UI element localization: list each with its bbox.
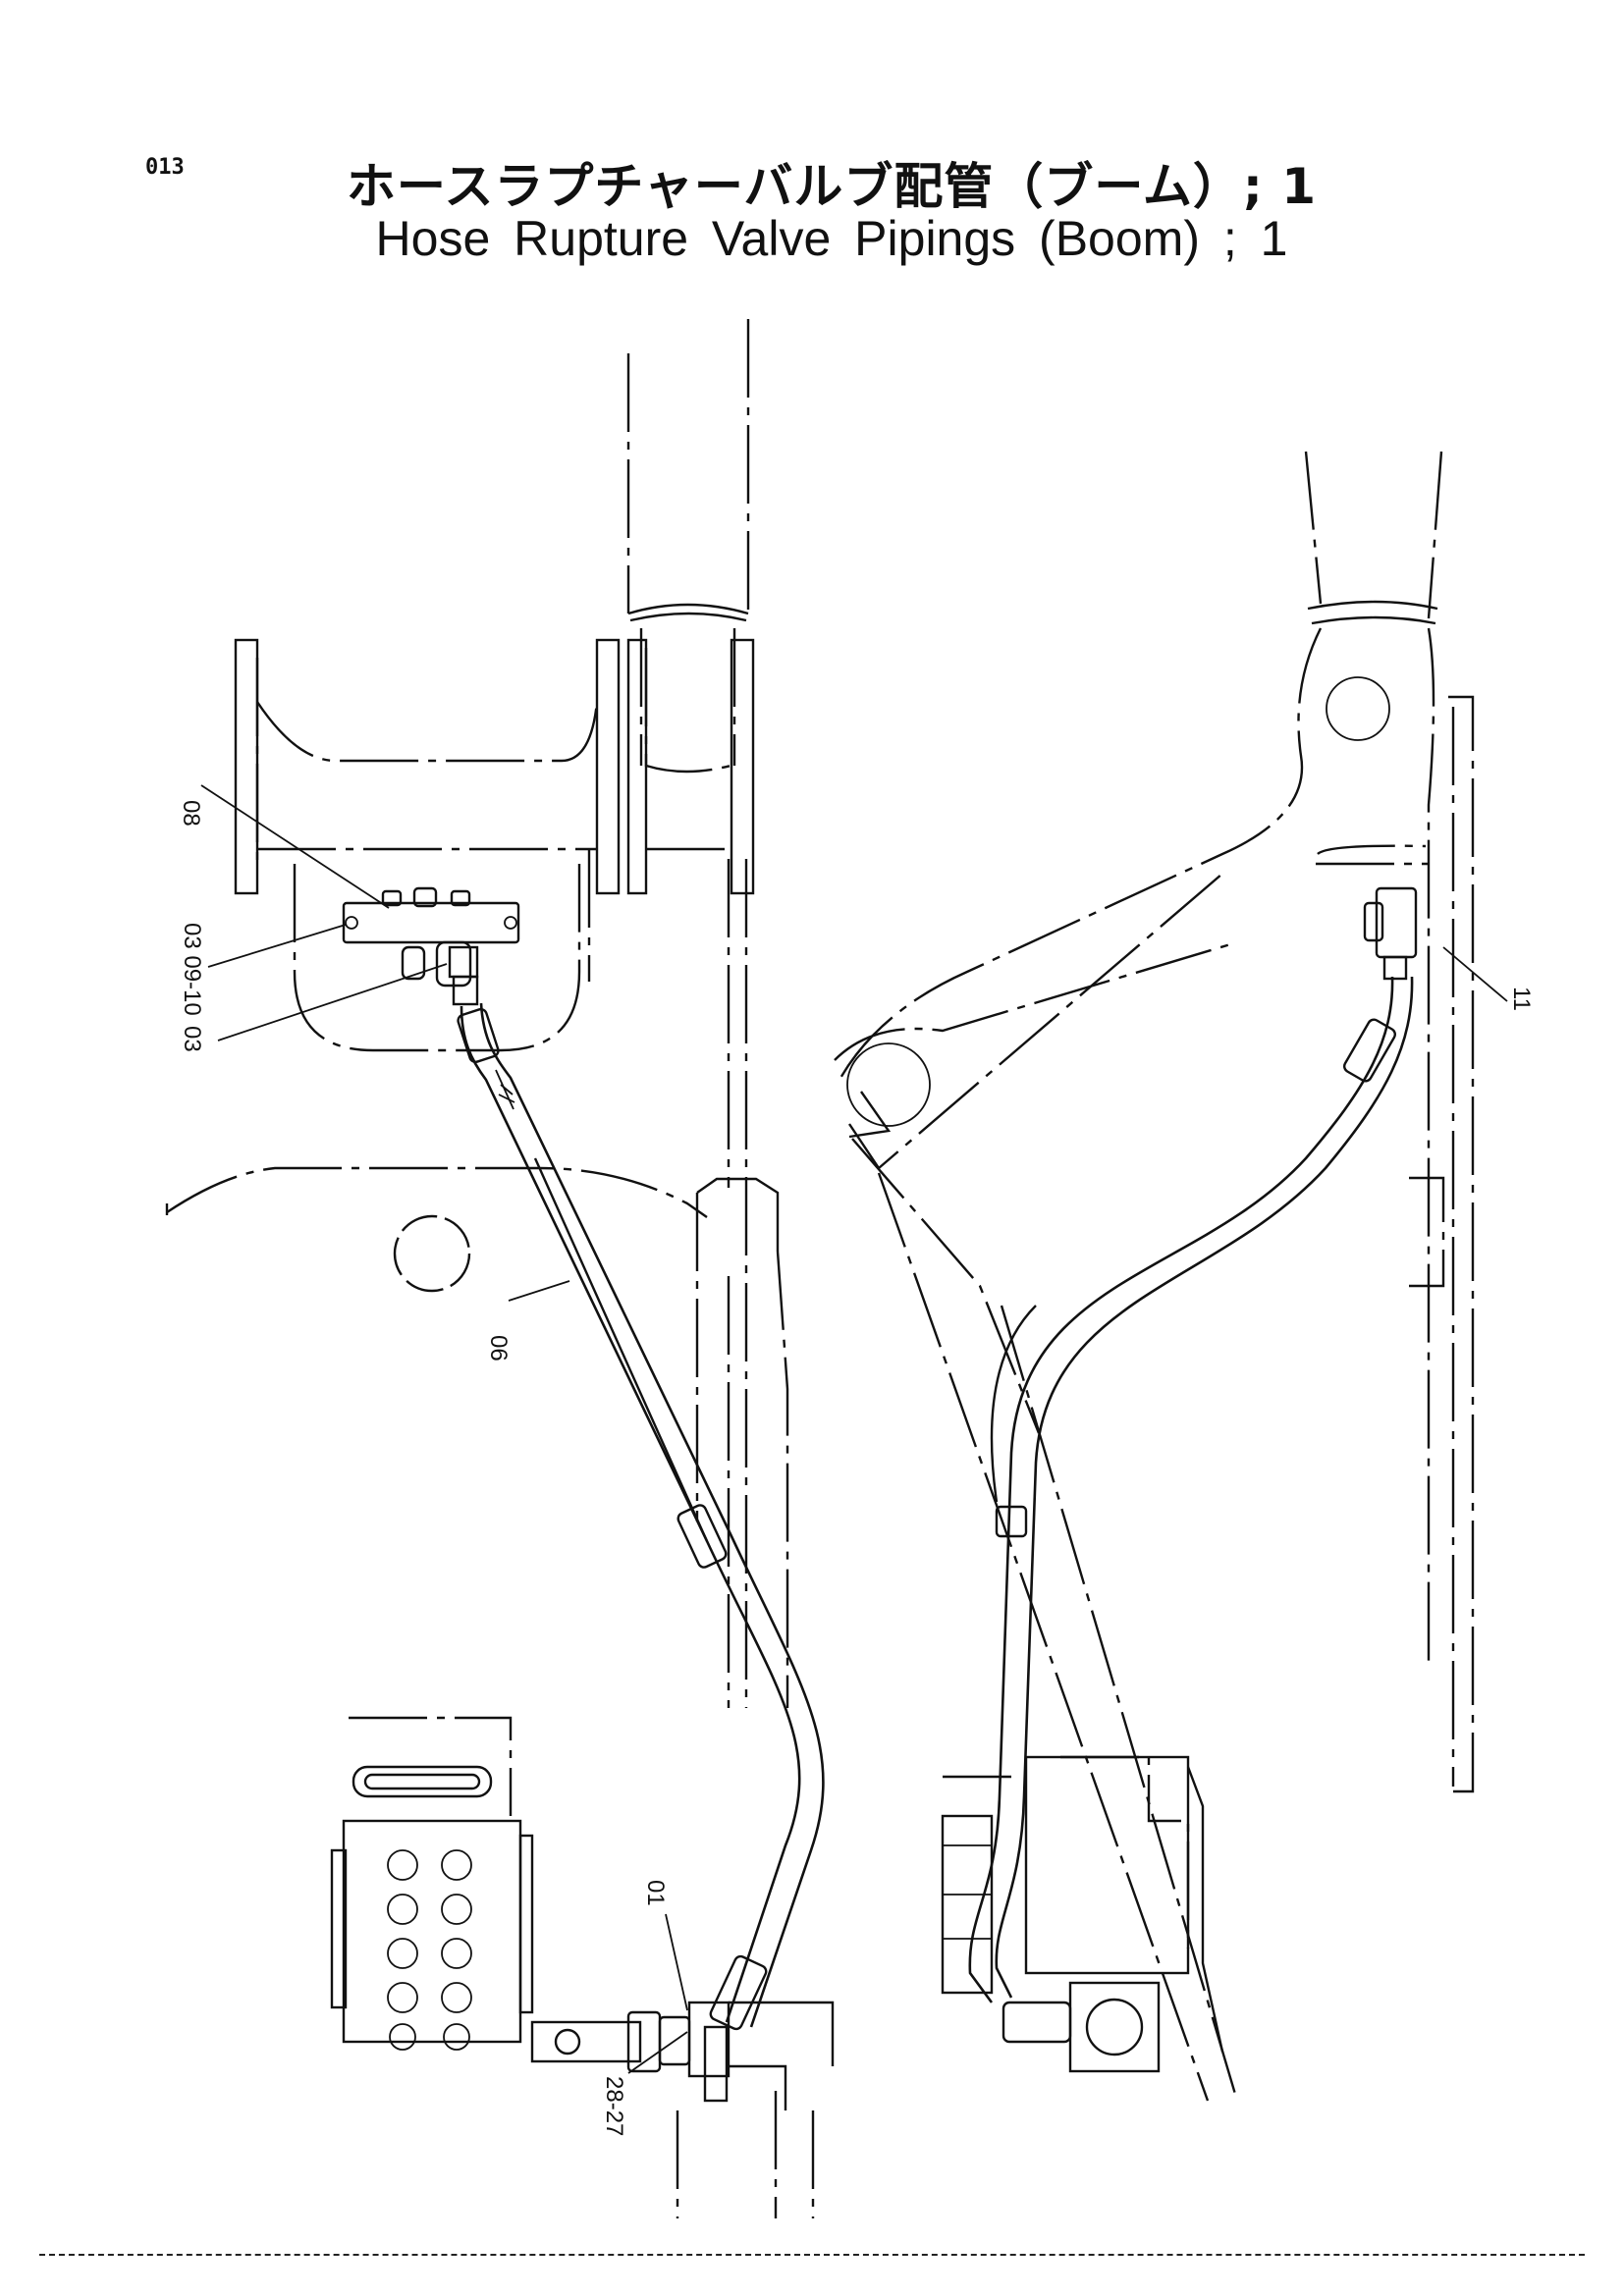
part-label-03: 03	[179, 1026, 205, 1052]
part-label-09-10: 03 09-10	[179, 923, 205, 1016]
part-label-28-27: 28-27	[601, 2076, 627, 2136]
part-label-01: 01	[642, 1880, 669, 1906]
part-labels: 08 03 09-10 03 06 01 28-27 11	[178, 800, 1535, 2136]
part-label-08: 08	[178, 800, 204, 827]
leader-lines	[200, 784, 1508, 2074]
page-bottom-rule	[39, 2254, 1585, 2256]
right-boom-view	[834, 451, 1475, 2102]
page-title-english: Hose Rupture Valve Pipings (Boom) ; 1	[375, 211, 1288, 266]
left-boom-view	[165, 319, 835, 2218]
page-number: 013	[145, 155, 185, 180]
part-label-11: 11	[1508, 987, 1535, 1011]
part-label-06: 06	[485, 1335, 512, 1362]
page-title-japanese: ホースラプチャーバルブ配管（ブーム）; 1	[346, 158, 1318, 215]
